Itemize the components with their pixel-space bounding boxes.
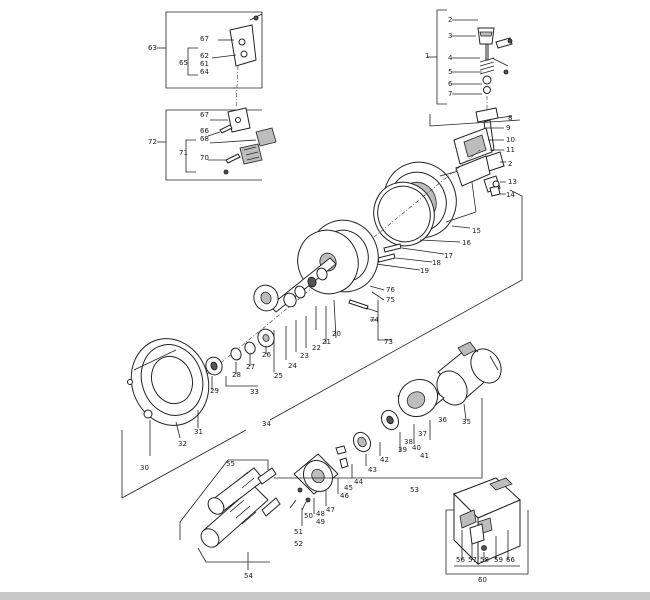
label-75: 75 (386, 296, 395, 304)
label-19: 19 (420, 267, 429, 275)
label-47: 47 (326, 506, 335, 514)
label-43: 43 (368, 466, 377, 474)
label-4: 4 (448, 54, 453, 62)
label-44: 44 (354, 478, 363, 486)
label-2: 2 (448, 16, 452, 24)
motor-assembly (274, 341, 502, 526)
label-11: 11 (506, 146, 515, 154)
flange-assembly (253, 219, 392, 372)
valve-assembly-group-1 (428, 9, 513, 112)
group-bracket-lines (269, 114, 523, 421)
label-66: 66 (200, 127, 209, 135)
label-6: 6 (448, 80, 453, 88)
callout-labels: 63 67 62 61 64 65 67 66 68 72 71 70 1 2 … (140, 16, 517, 584)
label-39: 39 (398, 446, 407, 454)
label-49: 49 (316, 518, 325, 526)
label-54: 54 (244, 572, 253, 580)
bracket-assembly-group-63 (157, 11, 263, 109)
label-21: 21 (322, 338, 331, 346)
label-25: 25 (274, 372, 283, 380)
label-24: 24 (288, 362, 297, 370)
label-16: 16 (462, 239, 471, 247)
label-67: 67 (200, 35, 209, 43)
label-65: 65 (179, 59, 188, 67)
label-71: 71 (179, 149, 188, 157)
label-53: 53 (410, 486, 419, 494)
label-61: 61 (200, 60, 209, 68)
label-32: 32 (178, 440, 187, 448)
label-2: 2 (508, 160, 512, 168)
label-59: 59 (494, 556, 503, 564)
label-13: 13 (508, 178, 517, 186)
label-17: 17 (444, 252, 453, 260)
bottom-scan-edge (0, 592, 650, 600)
label-30: 30 (140, 464, 149, 472)
label-26: 26 (262, 351, 271, 359)
label-72: 72 (148, 138, 157, 146)
label-5: 5 (448, 68, 452, 76)
label-34: 34 (262, 420, 271, 428)
electrical-box-assembly (445, 477, 529, 575)
label-36: 36 (438, 416, 447, 424)
label-60: 60 (478, 576, 487, 584)
label-63: 63 (148, 44, 157, 52)
label-45: 45 (344, 484, 353, 492)
cover-assembly (121, 328, 275, 499)
label-46: 46 (340, 492, 349, 500)
label-41: 41 (420, 452, 429, 460)
label-10: 10 (506, 136, 515, 144)
label-1: 1 (425, 52, 429, 60)
label-58: 58 (480, 556, 489, 564)
label-37: 37 (418, 430, 427, 438)
label-31: 31 (194, 428, 203, 436)
label-40: 40 (412, 444, 421, 452)
label-33: 33 (250, 388, 259, 396)
label-51: 51 (294, 528, 303, 536)
label-14: 14 (506, 191, 515, 199)
label-67: 67 (200, 111, 209, 119)
label-66: 66 (506, 556, 515, 564)
label-9: 9 (506, 124, 510, 132)
label-7: 7 (448, 90, 452, 98)
label-35: 35 (462, 418, 471, 426)
label-28: 28 (232, 371, 241, 379)
label-42: 42 (380, 456, 389, 464)
bracket-assembly-group-72 (157, 107, 277, 181)
label-56: 56 (456, 556, 465, 564)
label-70: 70 (200, 154, 209, 162)
label-68: 68 (200, 135, 209, 143)
hose-assembly (179, 459, 281, 570)
label-38: 38 (404, 438, 413, 446)
label-62: 62 (200, 52, 209, 60)
label-3: 3 (448, 32, 452, 40)
label-55: 55 (226, 460, 235, 468)
label-50: 50 (304, 512, 313, 520)
label-23: 23 (300, 352, 309, 360)
label-76: 76 (386, 286, 395, 294)
label-8: 8 (508, 114, 512, 122)
label-64: 64 (200, 68, 209, 76)
label-74: 74 (370, 316, 379, 324)
label-73: 73 (384, 338, 393, 346)
label-27: 27 (246, 363, 255, 371)
label-22: 22 (312, 344, 321, 352)
label-18: 18 (432, 259, 441, 267)
label-57: 57 (468, 556, 477, 564)
pump-housing-assembly (199, 107, 513, 381)
label-29: 29 (210, 387, 219, 395)
label-20: 20 (332, 330, 341, 338)
label-48: 48 (316, 510, 325, 518)
label-52: 52 (294, 540, 303, 548)
label-15: 15 (472, 227, 481, 235)
